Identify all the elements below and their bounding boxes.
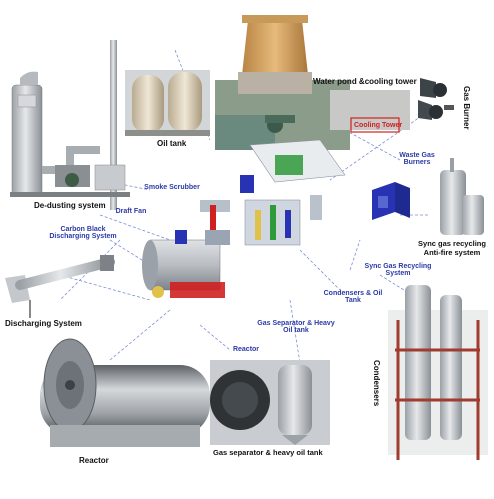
label-waste-gas-burners: Waste Gas Burners	[399, 152, 435, 166]
label-smoke-scrubber: Smoke Scrubber	[144, 184, 200, 191]
gas-burner-illustration	[418, 78, 454, 120]
label-antifire: Sync gas recycling Anti-fire system	[418, 239, 486, 257]
process-layout-3d	[142, 139, 346, 298]
label-oil-tank: Oil tank	[157, 139, 187, 148]
label-cooling-tower-tag: Cooling Tower	[354, 122, 403, 129]
label-dedusting: De-dusting system	[34, 201, 106, 210]
label-reactor-blue: Reactor	[232, 346, 260, 353]
label-discharging: Discharging System	[5, 319, 82, 328]
gas-separator-illustration	[210, 360, 330, 445]
antifire-system-illustration	[440, 158, 484, 235]
label-draft-fan: Draft Fan	[115, 208, 147, 215]
label-reactor: Reactor	[79, 456, 109, 465]
discharging-system-illustration	[5, 255, 115, 318]
oil-tank-illustration	[125, 70, 210, 136]
reactor-illustration	[40, 338, 210, 447]
label-condensers-photo: Condensers	[372, 360, 381, 407]
label-gas-separator-photo: Gas separator & heavy oil tank	[213, 448, 323, 457]
condensers-illustration	[388, 285, 488, 460]
label-carbon-black: Carbon Black Discharging System	[49, 226, 117, 240]
label-gas-burner: Gas Burner	[462, 86, 471, 130]
label-gas-separator: Gas Separator & Heavy Oil tank	[257, 320, 335, 334]
waste-gas-burners-illustration	[372, 182, 410, 220]
label-sync-gas-recycling: Sync Gas Recycling System	[364, 263, 432, 277]
label-condensers-oil-tank: Condensers & Oil Tank	[323, 290, 383, 304]
dedusting-system-illustration	[10, 40, 130, 210]
label-cooling-tower: Water pond &cooling tower	[313, 77, 417, 86]
